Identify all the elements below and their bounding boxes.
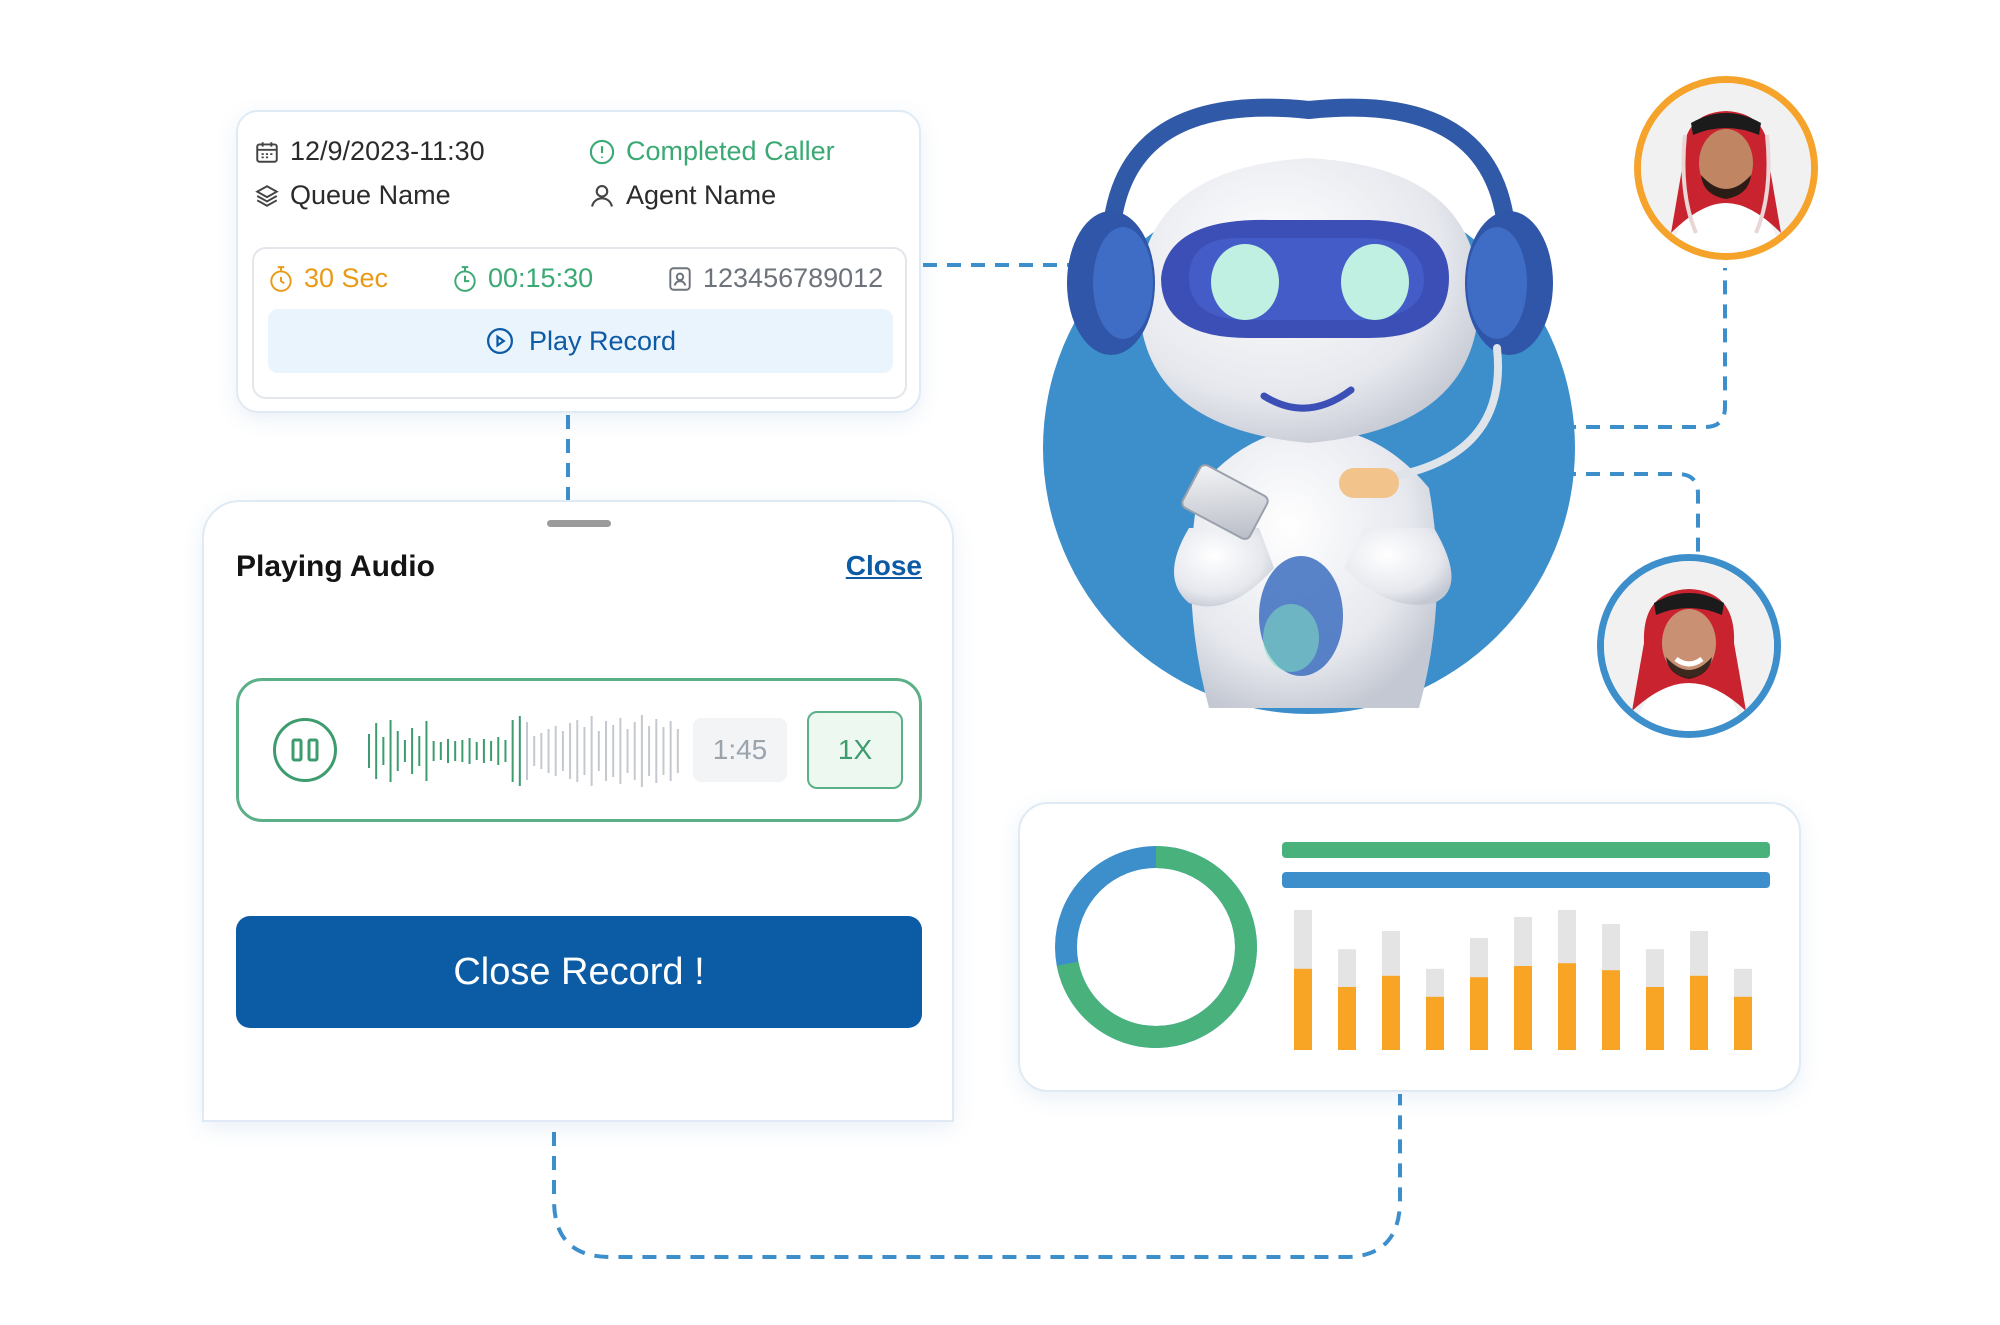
call-datetime: 12/9/2023-11:30 bbox=[254, 136, 485, 167]
bar-value bbox=[1338, 987, 1356, 1050]
bar-value bbox=[1426, 996, 1444, 1050]
bar-value bbox=[1558, 963, 1576, 1050]
playing-audio-panel: Playing Audio Close 1:45 1X Close Record… bbox=[202, 500, 954, 1122]
bar-value bbox=[1514, 966, 1532, 1050]
call-status: Completed Caller bbox=[588, 136, 835, 167]
agent-name: Agent Name bbox=[588, 180, 776, 211]
call-info-card: 12/9/2023-11:30 Completed Caller Queue N… bbox=[236, 110, 921, 413]
person-icon bbox=[1641, 83, 1811, 253]
call-duration: 00:15:30 bbox=[452, 263, 593, 294]
donut-segment bbox=[1055, 846, 1257, 1048]
play-circle-icon bbox=[486, 328, 513, 354]
close-link[interactable]: Close bbox=[845, 550, 922, 581]
bar-value bbox=[1646, 987, 1664, 1050]
playback-speed-button[interactable]: 1X bbox=[807, 711, 903, 789]
layers-icon bbox=[255, 184, 279, 207]
queue-name: Queue Name bbox=[254, 180, 451, 211]
bar-value bbox=[1690, 975, 1708, 1050]
close-record-button[interactable]: Close Record ! bbox=[236, 916, 922, 1028]
pause-icon bbox=[291, 738, 319, 762]
playback-time: 1:45 bbox=[693, 718, 787, 782]
wait-time: 30 Sec bbox=[268, 263, 388, 294]
clock-icon bbox=[454, 265, 476, 292]
check-circle-icon bbox=[589, 139, 615, 164]
bar-value bbox=[1734, 996, 1752, 1050]
play-record-button[interactable]: Play Record bbox=[268, 309, 893, 373]
bar-value bbox=[1294, 968, 1312, 1050]
person-icon bbox=[1604, 561, 1774, 731]
pause-button[interactable] bbox=[273, 718, 337, 782]
stats-visual bbox=[1055, 842, 1770, 1050]
timer-icon bbox=[270, 265, 292, 292]
bar-value bbox=[1602, 970, 1620, 1050]
calendar-icon bbox=[256, 141, 278, 163]
agent-avatar bbox=[1597, 554, 1781, 738]
bar-value bbox=[1470, 977, 1488, 1050]
call-details-box: 30 Sec 00:15:30 123456789012 Play Record bbox=[252, 247, 907, 399]
audio-player: 1:45 1X bbox=[236, 678, 922, 822]
customer-avatar bbox=[1634, 76, 1818, 260]
bar-value bbox=[1382, 975, 1400, 1050]
audio-waveform[interactable] bbox=[367, 713, 683, 789]
user-icon bbox=[591, 184, 613, 207]
progress-bar bbox=[1282, 872, 1770, 888]
phone-number: 123456789012 bbox=[667, 263, 883, 294]
robot-assistant-illustration bbox=[1043, 98, 1575, 714]
drag-handle[interactable] bbox=[547, 520, 611, 527]
stats-card bbox=[1018, 802, 1801, 1092]
panel-title: Playing Audio bbox=[236, 550, 435, 583]
contact-icon bbox=[669, 266, 691, 291]
progress-bar bbox=[1282, 842, 1770, 858]
